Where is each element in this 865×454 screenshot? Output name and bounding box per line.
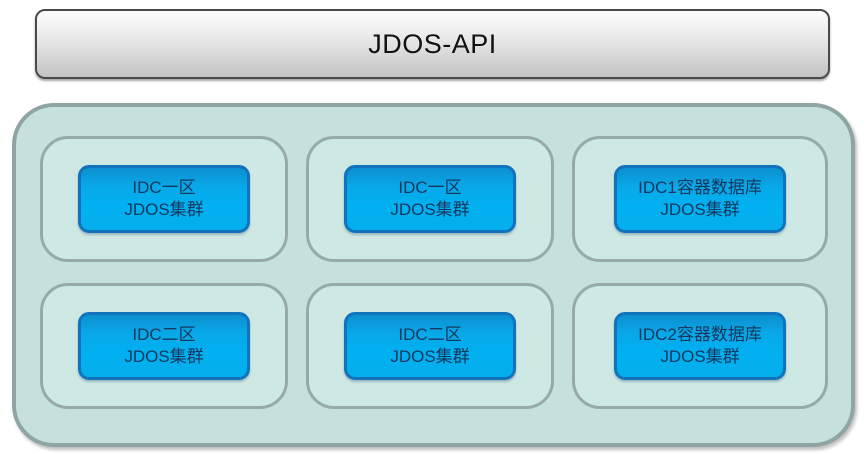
cluster-label: IDC2容器数据库 JDOS集群 [638,324,762,366]
cluster-cell-idc2-zone1: IDC二区 JDOS集群 [40,283,288,409]
jdos-api-label: JDOS-API [368,28,497,59]
cluster-cell-idc1-zone1: IDC一区 JDOS集群 [40,136,288,262]
cluster-label: IDC1容器数据库 JDOS集群 [638,177,762,219]
cluster-label: IDC二区 JDOS集群 [390,324,470,366]
cluster-cell-idc2-zone2: IDC二区 JDOS集群 [306,283,554,409]
cluster-button-idc1-zone2: IDC一区 JDOS集群 [344,164,516,234]
cluster-button-idc2-zone2: IDC二区 JDOS集群 [344,311,516,381]
cluster-panel: IDC一区 JDOS集群 IDC一区 JDOS集群 IDC1容器数据库 JDOS… [12,103,855,447]
cluster-button-idc1-container-db: IDC1容器数据库 JDOS集群 [614,164,786,234]
cluster-cell-idc2-container-db: IDC2容器数据库 JDOS集群 [572,283,828,409]
cluster-cell-idc1-zone2: IDC一区 JDOS集群 [306,136,554,262]
cluster-button-idc1-zone1: IDC一区 JDOS集群 [78,164,250,234]
cluster-label: IDC一区 JDOS集群 [390,177,470,219]
cluster-button-idc2-container-db: IDC2容器数据库 JDOS集群 [614,311,786,381]
cluster-label: IDC一区 JDOS集群 [124,177,204,219]
cluster-button-idc2-zone1: IDC二区 JDOS集群 [78,311,250,381]
cluster-cell-idc1-container-db: IDC1容器数据库 JDOS集群 [572,136,828,262]
cluster-label: IDC二区 JDOS集群 [124,324,204,366]
jdos-api-box: JDOS-API [35,9,830,79]
